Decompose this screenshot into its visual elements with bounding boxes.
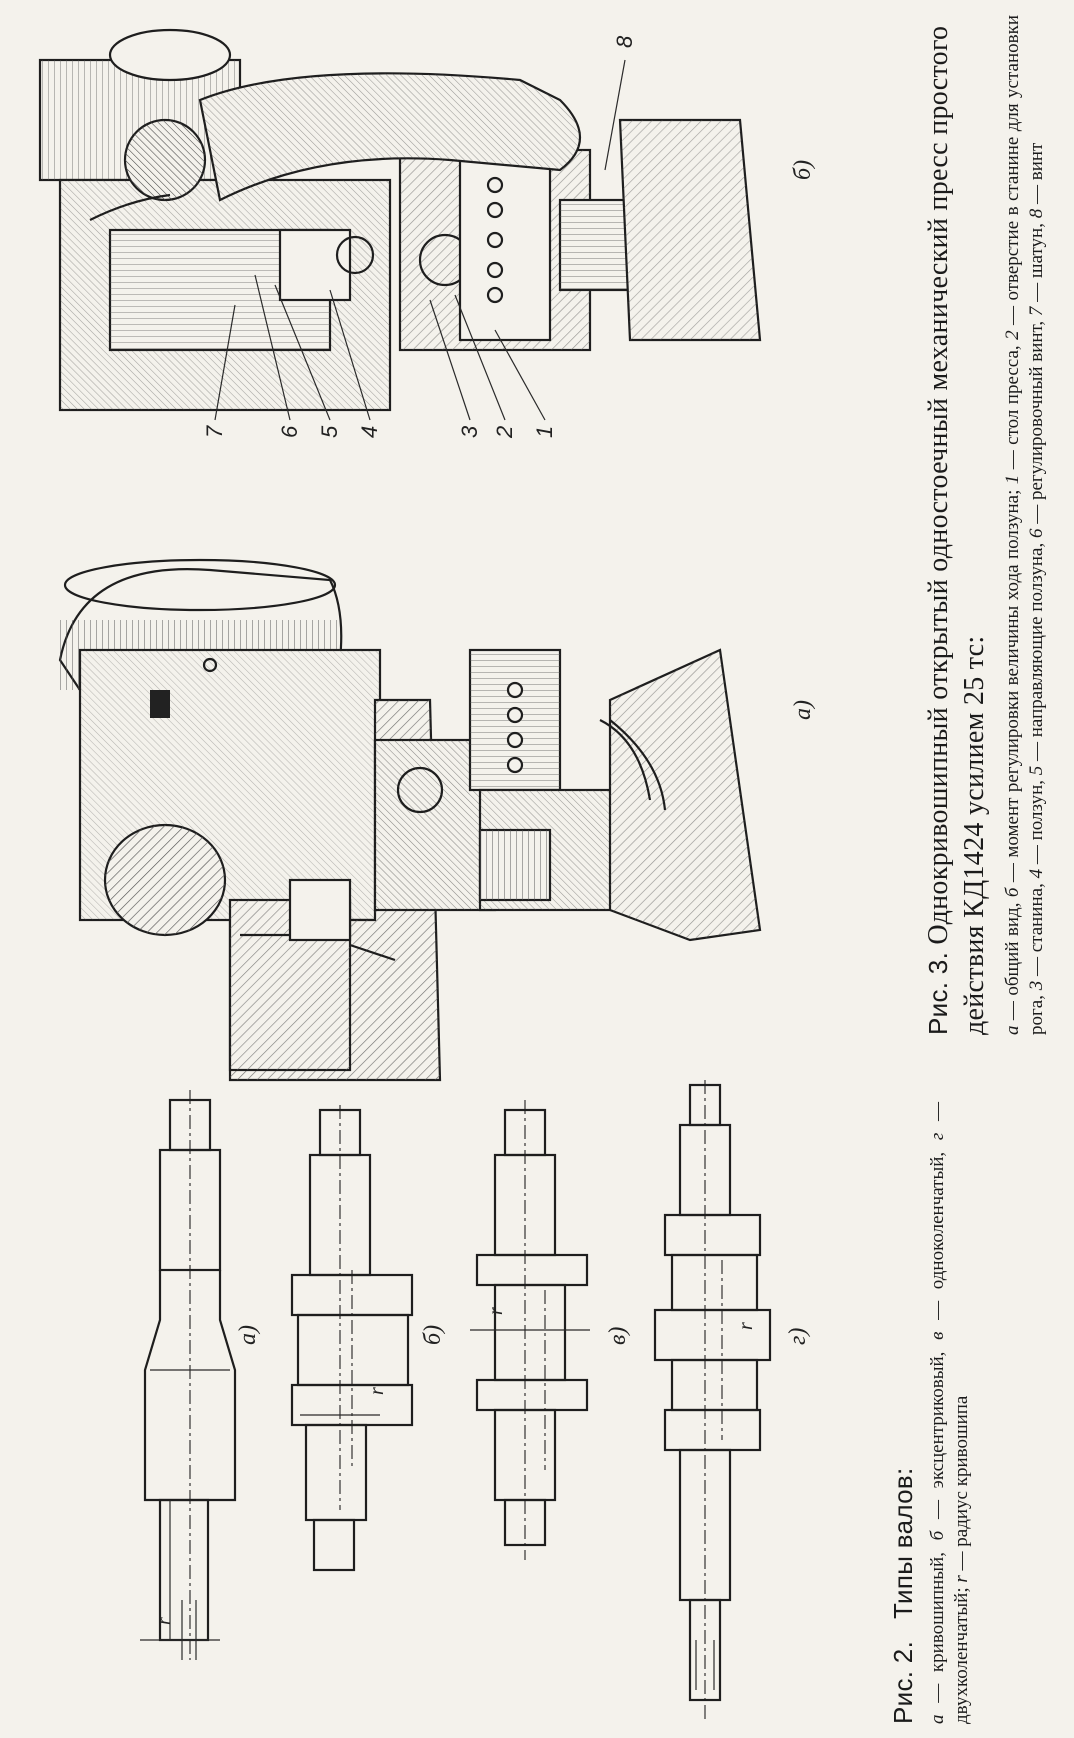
- callout-4: 4: [357, 426, 382, 438]
- fig2-legend-g-key: г: [927, 1132, 948, 1141]
- callout-2: 2: [492, 426, 517, 439]
- fig2-legend-r-text: — радиус кривошипа: [951, 1395, 972, 1576]
- fig3-sublabel-a: а): [790, 700, 816, 720]
- fig2-dim-r-v: r: [485, 1307, 507, 1315]
- fig2-legend: а — кривошипный, б — эксцентриковый, в —…: [926, 1102, 974, 1724]
- fig3-legend-7-text: — шатун,: [1026, 218, 1047, 307]
- fig3-legend-1-text: — стол пресса,: [1002, 339, 1023, 475]
- fig2-title: Типы валов:: [888, 1467, 918, 1619]
- fig2-dim-r-a: r: [153, 1617, 175, 1625]
- fig2-dim-r-b: r: [366, 1387, 388, 1395]
- fig3-number: Рис. 3.: [923, 951, 953, 1035]
- shaft-a-crank: [140, 1090, 237, 1660]
- fig3-legend-b-text: — момент регулировки величины хода ползу…: [1002, 484, 1023, 888]
- callout-7: 7: [202, 425, 227, 438]
- fig3-legend-3-key: 3: [1026, 980, 1047, 991]
- callout-3: 3: [457, 425, 482, 438]
- fig3-legend-a-text: — общий вид,: [1002, 897, 1023, 1026]
- callout-1: 1: [532, 426, 557, 438]
- fig2-legend-v-text: — одноколенчатый,: [927, 1140, 948, 1332]
- fig3-legend-a-key: а: [1002, 1025, 1023, 1036]
- fig3-legend-4-key: 4: [1026, 868, 1047, 879]
- fig3-legend-8-key: 8: [1026, 208, 1047, 219]
- fig2-legend-v-key: в: [927, 1331, 948, 1340]
- fig3-legend-2-key: 2: [1002, 330, 1023, 340]
- fig2-legend-b-key: б: [927, 1530, 948, 1541]
- fig3-legend-6-key: 6: [1026, 528, 1047, 539]
- fig2-legend-b-text: — эксцентриковый,: [927, 1339, 948, 1531]
- fig3-legend-8-text: — винт: [1026, 142, 1047, 209]
- fig3-legend: а — общий вид, б — момент регулировки ве…: [1001, 15, 1049, 1035]
- press-stroke-adjustment-view: [38, 28, 762, 421]
- callout-6: 6: [277, 425, 302, 438]
- shaft-b-eccentric: [290, 1105, 414, 1572]
- fig3-legend-b-key: б: [1002, 887, 1023, 898]
- fig2-legend-a-text: — кривошипный,: [927, 1540, 948, 1715]
- fig2-sublabel-v: в): [605, 1327, 631, 1345]
- press-general-view: [58, 558, 762, 1082]
- fig3-legend-5-text: — направляющие ползуна,: [1026, 538, 1047, 766]
- shaft-g-two-throw: [653, 1080, 772, 1720]
- fig3-legend-3-text: — станина,: [1026, 878, 1047, 981]
- fig2-sublabel-g: г): [785, 1328, 811, 1345]
- fig3-legend-1-key: 1: [1002, 474, 1023, 485]
- callout-5: 5: [317, 425, 342, 438]
- fig3-legend-5-key: 5: [1026, 765, 1047, 776]
- fig2-legend-a-key: а: [927, 1714, 948, 1725]
- fig3-sublabel-b: б): [790, 160, 816, 180]
- fig3-legend-4-text: — ползун,: [1026, 775, 1047, 869]
- fig3-legend-7-key: 7: [1026, 306, 1047, 317]
- fig3-caption-title: Рис. 3. Однокривошипный открытый односто…: [920, 15, 993, 1035]
- fig2-number: Рис. 2.: [888, 1640, 918, 1724]
- fig2-legend-r-key: r: [951, 1575, 972, 1583]
- fig2-sublabel-a: а): [235, 1325, 261, 1345]
- fig3-legend-6-text: — регулировочный винт,: [1026, 316, 1047, 529]
- shaft-v-single-throw: [470, 1100, 590, 1560]
- fig2-dim-r-g: r: [735, 1322, 757, 1330]
- fig2-caption-title: Рис. 2. Типы валов:: [888, 1102, 920, 1724]
- callout-8: 8: [612, 35, 637, 48]
- fig2-caption: Рис. 2. Типы валов: а — кривошипный, б —…: [888, 1102, 974, 1724]
- fig3-title: Однокривошипный открытый одностоечный ме…: [923, 25, 990, 1035]
- fig3-caption: Рис. 3. Однокривошипный открытый односто…: [920, 15, 1049, 1035]
- fig2-sublabel-b: б): [420, 1325, 446, 1345]
